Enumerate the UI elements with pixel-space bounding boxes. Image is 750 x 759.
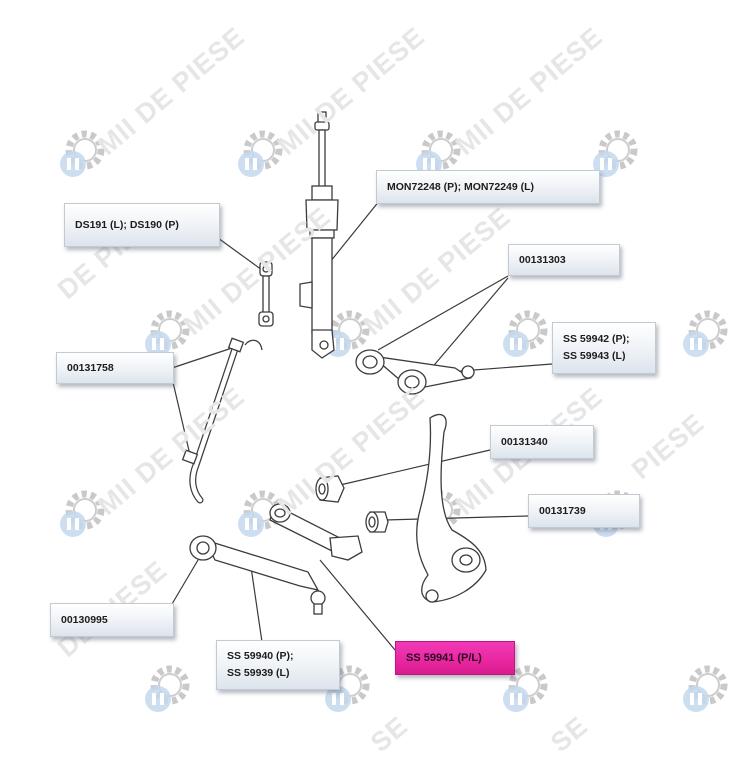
strut-assembly	[299, 111, 339, 359]
leader-lines	[171, 199, 553, 651]
stabilizer-bar	[181, 337, 263, 504]
label-line: 00131303	[519, 253, 566, 266]
label-strut: MON72248 (P); MON72249 (L)	[376, 170, 600, 204]
label-bushing-upper: 00131303	[508, 244, 620, 276]
stabilizer-link	[258, 261, 274, 327]
label-line: 00131340	[501, 435, 548, 448]
label-line: 00131758	[67, 361, 114, 374]
label-line: MON72248 (P); MON72249 (L)	[387, 180, 535, 193]
label-upper-arm: SS 59942 (P); SS 59943 (L)	[552, 322, 656, 374]
upper-control-arm	[355, 349, 475, 395]
label-tension-arm: SS 59941 (P/L)	[395, 641, 515, 675]
label-line: SS 59941 (P/L)	[406, 651, 482, 664]
label-line: DS191 (L); DS190 (P)	[75, 218, 179, 231]
label-line: SS 59939 (L)	[227, 667, 290, 679]
label-line: 00130995	[61, 613, 108, 626]
bushings	[315, 475, 389, 533]
label-stabilizer-bar: 00131758	[56, 352, 174, 384]
label-lower-arm: SS 59940 (P); SS 59939 (L)	[216, 640, 340, 690]
label-line: SS 59943 (L)	[563, 350, 626, 362]
label-lower-bushing: 00130995	[50, 603, 174, 637]
label-line: 00131739	[539, 504, 586, 517]
label-line: SS 59942 (P);	[563, 333, 630, 345]
label-bushing-low: 00131739	[528, 494, 640, 528]
lower-control-arm	[189, 535, 326, 615]
label-stabilizer-link: DS191 (L); DS190 (P)	[64, 203, 220, 247]
label-bushing-mid: 00131340	[490, 425, 594, 459]
tension-strut	[269, 503, 363, 561]
label-line: SS 59940 (P);	[227, 650, 294, 662]
steering-knuckle	[416, 413, 487, 603]
